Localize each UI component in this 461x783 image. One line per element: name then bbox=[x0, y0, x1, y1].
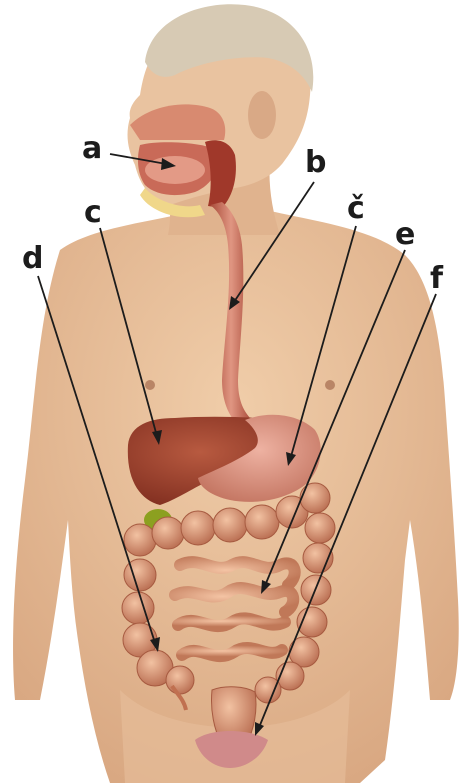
label-b: b bbox=[305, 145, 326, 180]
label-f: f bbox=[430, 261, 444, 296]
label-a: a bbox=[82, 131, 102, 166]
label-c-caron: č bbox=[347, 191, 365, 226]
label-c: c bbox=[84, 195, 102, 230]
tongue bbox=[145, 156, 205, 184]
label-e: e bbox=[395, 217, 415, 252]
label-d: d bbox=[22, 241, 43, 276]
left-nipple bbox=[145, 380, 155, 390]
right-nipple bbox=[325, 380, 335, 390]
ear bbox=[248, 91, 276, 139]
